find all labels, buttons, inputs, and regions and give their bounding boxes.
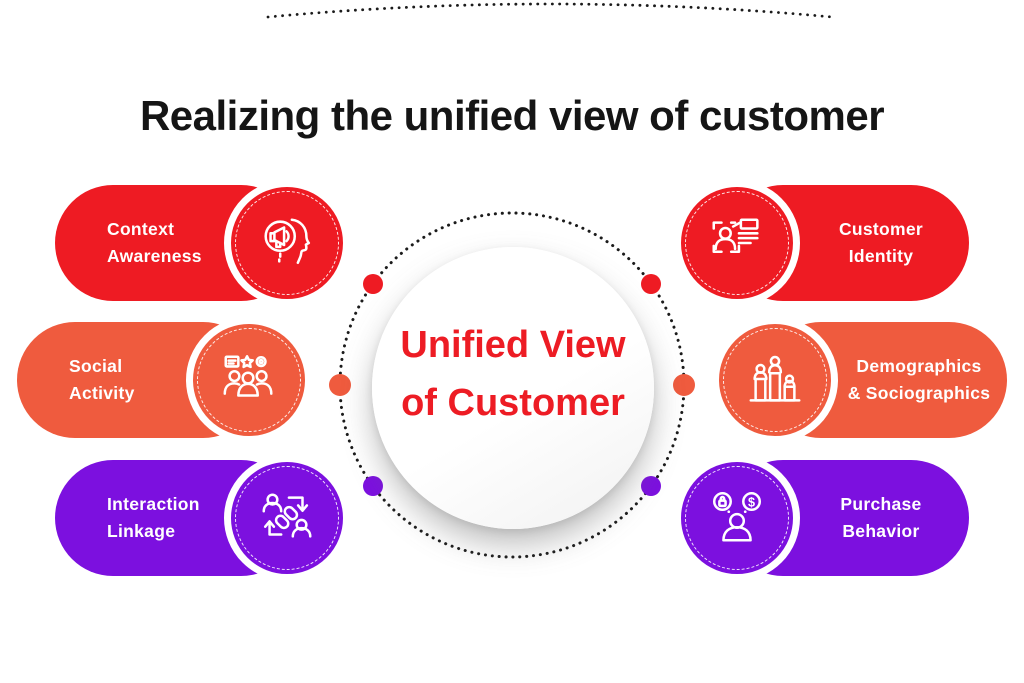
id-scan-icon — [712, 218, 759, 253]
purchase-thought-icon: $ — [712, 492, 762, 542]
pill-label-line2: Behavior — [842, 521, 920, 541]
pill-label-line1: Context — [107, 219, 175, 239]
pill-label-line1: Customer — [838, 219, 924, 239]
pill-label-line1: Purchase — [840, 494, 922, 514]
dashed-ring — [685, 191, 789, 295]
center-circle: Unified View of Customer — [372, 247, 654, 529]
pill-label-line2: Identity — [848, 246, 914, 266]
pill-label-line2: Awareness — [107, 246, 202, 266]
center-title: Unified View of Customer — [372, 233, 654, 515]
pill-icon-badge — [224, 180, 350, 306]
pill-demographics-sociographics: Demographics & Sociographics — [707, 317, 1007, 443]
svg-text:$: $ — [748, 495, 755, 509]
pill-context-awareness: Context Awareness — [55, 180, 355, 306]
pill-label-line2: Linkage — [107, 521, 176, 541]
pill-interaction-linkage: Interaction Linkage — [55, 455, 355, 581]
pill-customer-identity: Customer Identity — [669, 180, 969, 306]
dashed-ring — [235, 191, 339, 295]
dashed-ring — [723, 328, 827, 432]
pill-social-activity: Social Activity — [17, 317, 317, 443]
dashed-ring — [235, 466, 339, 570]
pill-label: Interaction Linkage — [107, 460, 215, 576]
connector-dot-orange-left — [329, 374, 351, 396]
pill-label-line2: & Sociographics — [847, 383, 991, 403]
connector-dot-orange-right — [673, 374, 695, 396]
pill-label-line2: Activity — [69, 383, 135, 403]
dashed-ring — [685, 466, 789, 570]
pill-label: Context Awareness — [107, 185, 215, 301]
pill-icon-badge — [674, 180, 800, 306]
people-bar-chart-icon — [749, 355, 801, 402]
dashed-ring — [197, 328, 301, 432]
social-group-icon — [223, 355, 273, 397]
pill-label-line1: Social — [69, 356, 123, 376]
page-title: Realizing the unified view of customer — [139, 92, 885, 139]
pill-label: Demographics & Sociographics — [843, 322, 995, 438]
pill-icon-badge — [186, 317, 312, 443]
top-dotted-arc — [266, 2, 834, 19]
pill-label-line1: Interaction — [107, 494, 200, 514]
center-title-line1: Unified View — [400, 324, 626, 366]
people-link-icon — [262, 493, 312, 538]
pill-label: Purchase Behavior — [805, 460, 957, 576]
pill-icon-badge: $ — [674, 455, 800, 581]
pill-label: Customer Identity — [805, 185, 957, 301]
megaphone-head-icon — [264, 218, 311, 265]
pill-label: Social Activity — [69, 322, 177, 438]
pill-purchase-behavior: Purchase Behavior $ — [669, 455, 969, 581]
pill-label-line1: Demographics — [856, 356, 982, 376]
center-title-line2: of Customer — [401, 382, 625, 424]
pill-icon-badge — [224, 455, 350, 581]
pill-icon-badge — [712, 317, 838, 443]
